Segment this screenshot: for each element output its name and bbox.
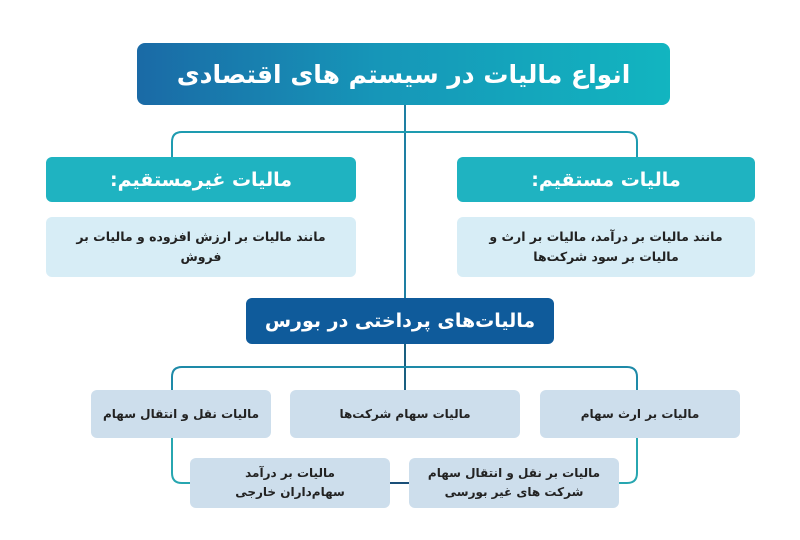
- indirect-tax-description: مانند مالیات بر ارزش افزوده و مالیات بر …: [46, 217, 356, 277]
- leaf-label: مالیات نقل و انتقال سهام: [102, 406, 260, 421]
- description-text: مانند مالیات بر ارزش افزوده و مالیات بر …: [76, 229, 326, 264]
- leaf-inheritance-shares: مالیات بر ارث سهام: [540, 390, 740, 438]
- leaf-share-transfer: مالیات نقل و انتقال سهام: [91, 390, 271, 438]
- leaf-company-shares: مالیات سهام شرکت‌ها: [290, 390, 520, 438]
- diagram-title: انواع مالیات در سیستم های اقتصادی: [137, 43, 670, 105]
- description-text: مانند مالیات بر درآمد، مالیات بر ارث و م…: [489, 229, 723, 264]
- direct-tax-description: مانند مالیات بر درآمد، مالیات بر ارث و م…: [457, 217, 755, 277]
- leaf-label: مالیات بر نقل و انتقال سهام شرکت های غیر…: [427, 466, 601, 499]
- category-label: مالیات غیرمستقیم:: [110, 168, 292, 191]
- diagram-title-text: انواع مالیات در سیستم های اقتصادی: [176, 59, 631, 89]
- leaf-foreign-shareholders: مالیات بر درآمد سهام‌داران خارجی: [190, 458, 390, 508]
- bourse-taxes-heading: مالیات‌های پرداختی در بورس: [246, 298, 554, 344]
- category-direct-tax: مالیات مستقیم:: [457, 157, 755, 202]
- leaf-non-bourse-transfer: مالیات بر نقل و انتقال سهام شرکت های غیر…: [409, 458, 619, 508]
- leaf-label: مالیات بر ارث سهام: [580, 406, 700, 421]
- leaf-label: مالیات بر درآمد سهام‌داران خارجی: [235, 466, 345, 499]
- category-label: مالیات مستقیم:: [531, 168, 681, 191]
- category-indirect-tax: مالیات غیرمستقیم:: [46, 157, 356, 202]
- leaf-label: مالیات سهام شرکت‌ها: [339, 406, 471, 421]
- bourse-heading-text: مالیات‌های پرداختی در بورس: [264, 310, 536, 332]
